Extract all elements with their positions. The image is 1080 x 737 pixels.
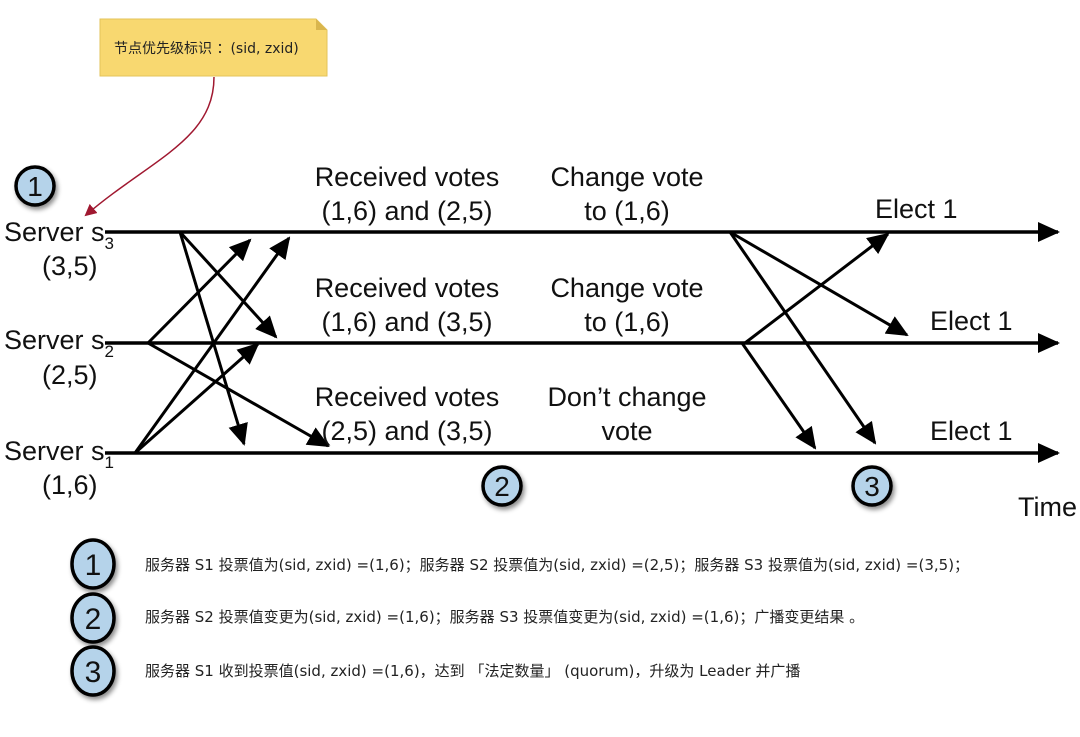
elect-label-s2: Elect 1 <box>930 306 1013 336</box>
svg-text:(1,6): (1,6) <box>42 470 98 500</box>
svg-text:Change vote: Change vote <box>550 273 703 303</box>
server-label-s2: Server s2 (2,5) <box>4 325 114 390</box>
svg-text:to (1,6): to (1,6) <box>584 196 670 226</box>
svg-text:Server s3: Server s3 <box>4 217 114 253</box>
svg-text:3: 3 <box>864 471 880 502</box>
svg-text:服务器 S2 投票值变更为(sid, zxid) =(1,: 服务器 S2 投票值变更为(sid, zxid) =(1,6)；服务器 S3 投… <box>145 608 864 626</box>
svg-text:3: 3 <box>85 656 102 689</box>
svg-text:to (1,6): to (1,6) <box>584 307 670 337</box>
elect-label-s1: Elect 1 <box>930 416 1013 446</box>
svg-text:(1,6) and (3,5): (1,6) and (3,5) <box>321 307 492 337</box>
svg-text:Don’t change: Don’t change <box>547 382 706 412</box>
legend-item-2: 2 服务器 S2 投票值变更为(sid, zxid) =(1,6)；服务器 S3… <box>70 592 864 644</box>
svg-text:(1,6) and (2,5): (1,6) and (2,5) <box>321 196 492 226</box>
svg-text:(2,5): (2,5) <box>42 360 98 390</box>
step-marker-2: 2 <box>481 465 523 507</box>
svg-text:Change vote: Change vote <box>550 162 703 192</box>
elect-label-s3: Elect 1 <box>875 194 958 224</box>
svg-text:vote: vote <box>601 416 652 446</box>
vote-arrow-s3-s2 <box>178 230 278 339</box>
vote-arrow-s2-s1-b <box>740 342 817 450</box>
svg-text:(3,5): (3,5) <box>42 251 98 281</box>
received-votes-labels: Received votes (1,6) and (2,5) Received … <box>315 162 500 446</box>
vote-arrow-s2-s3-b <box>744 232 890 345</box>
svg-text:2: 2 <box>494 471 510 502</box>
svg-text:Server s2: Server s2 <box>4 325 114 361</box>
note-text: 节点优先级标识 ：(sid, zxid) <box>114 41 299 57</box>
server-label-s3: Server s3 (3,5) <box>4 217 114 281</box>
svg-text:(2,5) and (3,5): (2,5) and (3,5) <box>321 416 492 446</box>
vote-arrow-s1-s3 <box>133 236 291 454</box>
svg-text:Received votes: Received votes <box>315 273 500 303</box>
svg-text:2: 2 <box>85 603 102 636</box>
vote-arrow-s3-s1 <box>178 231 248 446</box>
vote-arrow-s2-s1 <box>147 341 330 448</box>
svg-text:Server s1: Server s1 <box>4 436 114 472</box>
step-marker-1: 1 <box>14 165 56 207</box>
svg-text:1: 1 <box>85 549 102 582</box>
initial-vote-messages <box>133 230 330 455</box>
svg-text:服务器 S1 投票值为(sid, zxid) =(1,6): 服务器 S1 投票值为(sid, zxid) =(1,6)；服务器 S2 投票值… <box>145 556 969 574</box>
vote-arrow-s2-s3 <box>146 238 252 345</box>
legend-item-1: 1 服务器 S1 投票值为(sid, zxid) =(1,6)；服务器 S2 投… <box>70 538 969 590</box>
change-vote-labels: Change vote to (1,6) Change vote to (1,6… <box>547 162 706 446</box>
svg-text:Received votes: Received votes <box>315 382 500 412</box>
vote-arrow-s1-s2 <box>134 342 260 455</box>
time-axis-label: Time <box>1018 492 1077 522</box>
priority-note: 节点优先级标识 ：(sid, zxid) <box>99 18 328 77</box>
svg-text:Received votes: Received votes <box>315 162 500 192</box>
vote-arrow-s3-s1-b <box>728 231 877 445</box>
changed-vote-messages <box>728 230 909 450</box>
note-pointer-arrow <box>84 76 215 217</box>
step-marker-3: 3 <box>851 465 893 507</box>
legend-item-3: 3 服务器 S1 收到投票值(sid, zxid) =(1,6)，达到 「法定数… <box>70 645 800 697</box>
server-label-s1: Server s1 (1,6) <box>4 436 114 500</box>
svg-text:1: 1 <box>27 171 43 202</box>
vote-arrow-s3-s2-b <box>729 230 909 337</box>
svg-text:服务器 S1 收到投票值(sid, zxid) =(1,6: 服务器 S1 收到投票值(sid, zxid) =(1,6)，达到 「法定数量」… <box>145 662 800 680</box>
